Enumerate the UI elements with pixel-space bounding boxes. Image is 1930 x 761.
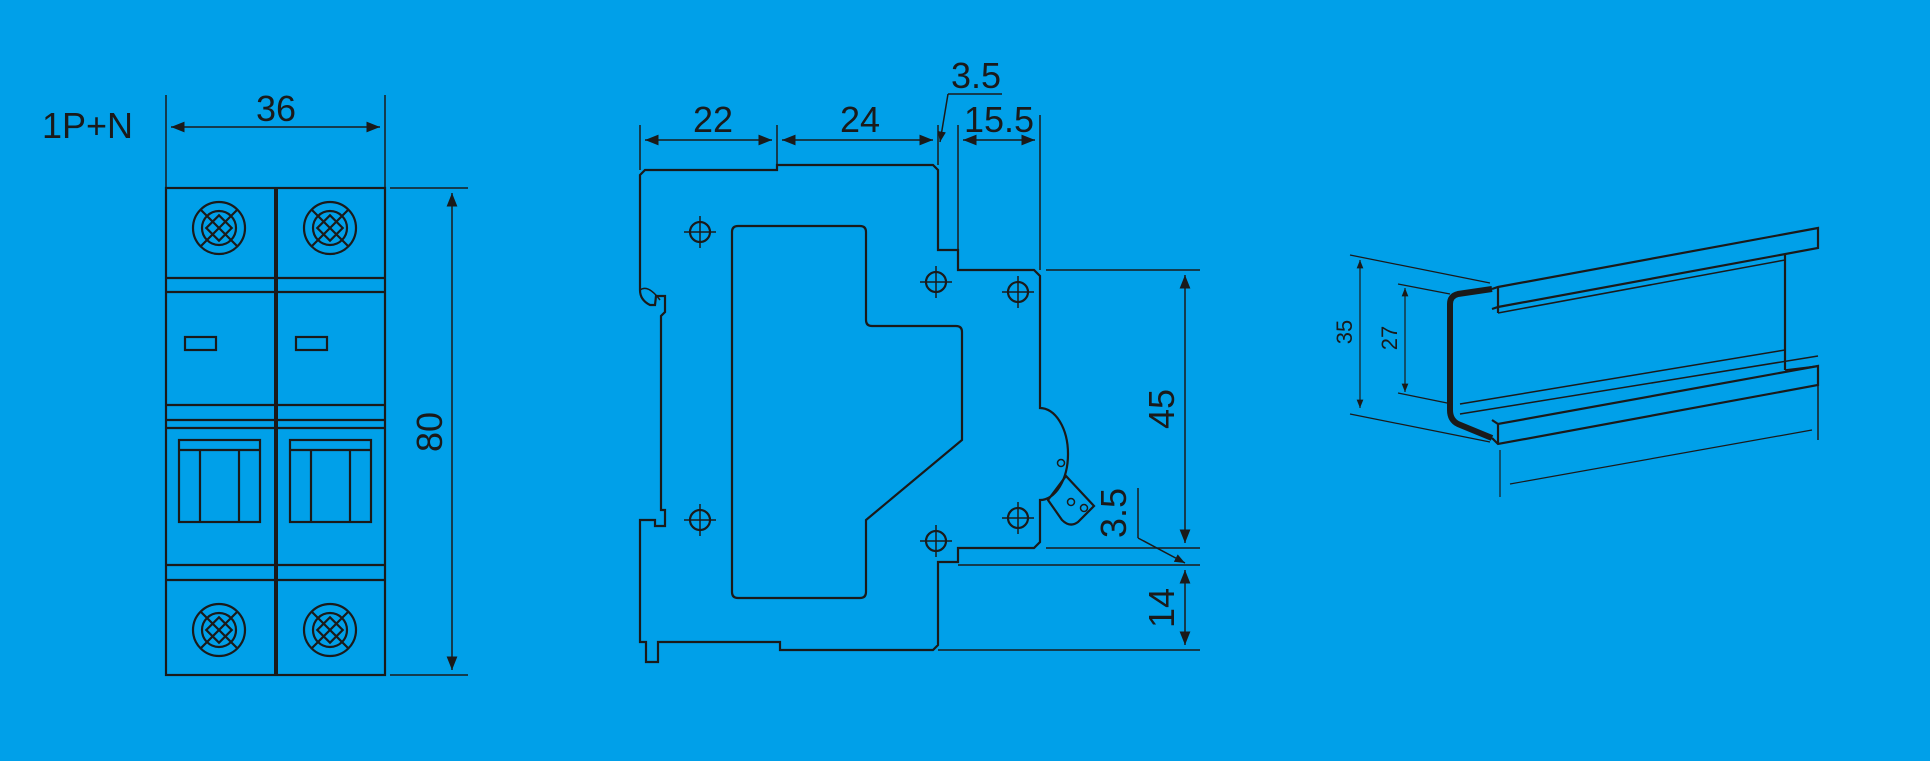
din-rail-view: 35 27 — [1332, 226, 1820, 497]
mounting-hole-icon — [918, 523, 954, 559]
dim-label-22: 22 — [693, 99, 733, 140]
width-dimension-label: 36 — [256, 88, 296, 129]
rail-profile — [1447, 286, 1494, 441]
side-view: 22 24 3.5 15.5 45 3.5 14 — [638, 55, 1200, 664]
height-dimension-label: 80 — [409, 412, 450, 452]
dim-label-45: 45 — [1141, 389, 1182, 429]
mounting-hole-icon — [1000, 274, 1036, 310]
dim-label-14: 14 — [1141, 588, 1182, 628]
dim-label-15-5: 15.5 — [964, 99, 1034, 140]
dim-label-27: 27 — [1377, 326, 1402, 350]
mounting-hole-icon — [918, 264, 954, 300]
front-view: 1P+N 36 — [42, 88, 468, 677]
side-inner-window — [730, 224, 964, 600]
dim-label-3-5-top: 3.5 — [951, 55, 1001, 96]
terminal-screw-icon — [302, 602, 358, 658]
dim-label-3-5-right: 3.5 — [1093, 488, 1134, 538]
toggle-handle — [288, 438, 373, 524]
side-profile-outline — [638, 163, 1070, 664]
dim-label-35: 35 — [1332, 320, 1357, 344]
terminal-screw-icon — [191, 200, 247, 256]
dim-leader-3-5-top — [937, 93, 949, 143]
mounting-hole-icon — [682, 214, 718, 250]
pole-label: 1P+N — [42, 105, 133, 146]
terminal-screw-icon — [191, 602, 247, 658]
dim-leader-3-5-right — [1137, 537, 1186, 564]
indicator-window — [294, 335, 329, 352]
indicator-window — [183, 335, 218, 352]
trip-lever — [1046, 474, 1096, 526]
mounting-hole-icon — [682, 502, 718, 538]
dim-label-24: 24 — [840, 99, 880, 140]
toggle-handle — [177, 438, 262, 524]
mounting-hole-icon — [1000, 500, 1036, 536]
terminal-screw-icon — [302, 200, 358, 256]
